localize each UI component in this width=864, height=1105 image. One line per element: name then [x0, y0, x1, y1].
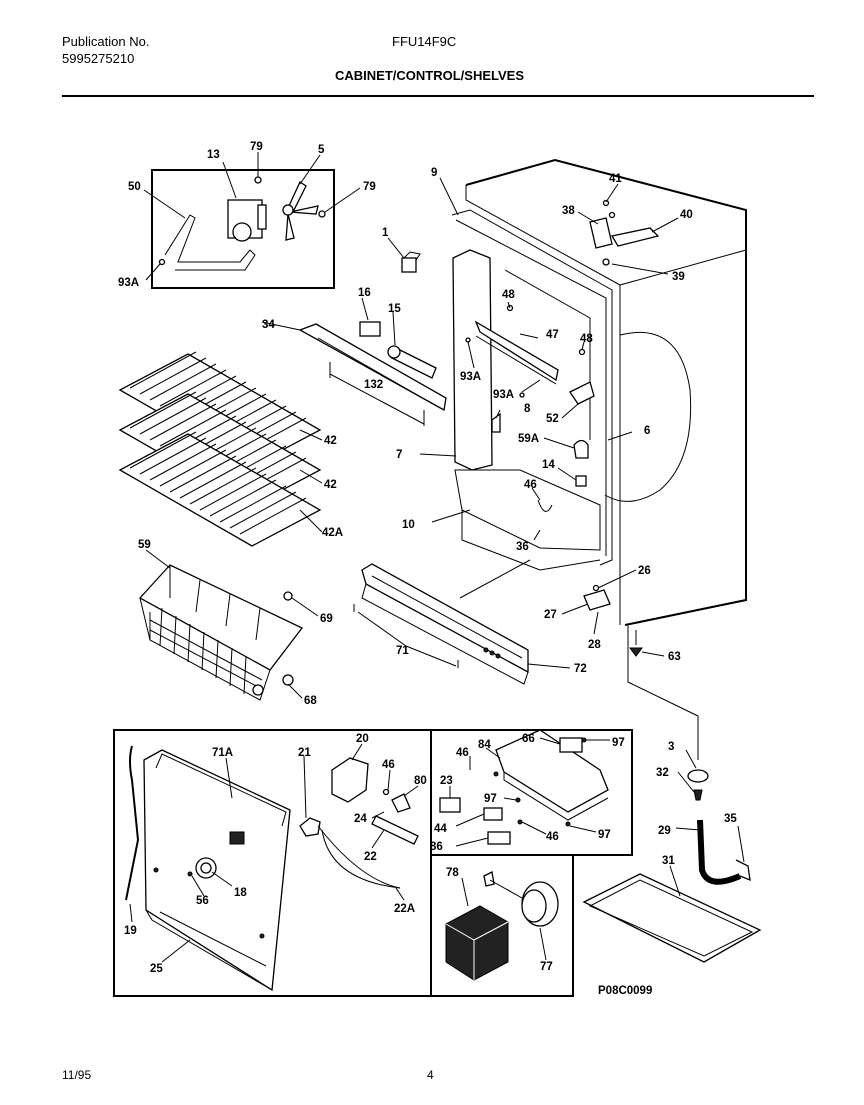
part-label: 46 — [546, 831, 559, 843]
drain-pan-assembly — [582, 749, 762, 963]
part-label: 44 — [434, 823, 447, 835]
part-label: 22A — [394, 903, 415, 915]
part-label: 80 — [414, 775, 427, 787]
part-label: 86 — [430, 841, 443, 853]
part-label: 3 — [668, 741, 674, 753]
part-label: 71A — [212, 747, 233, 759]
part-label: 66 — [522, 733, 535, 745]
part-label: 31 — [662, 855, 675, 867]
part-label: 23 — [440, 775, 453, 787]
part-label: 16 — [358, 287, 371, 299]
publication-label: Publication No. — [62, 34, 150, 49]
part-label: 42A — [322, 527, 343, 539]
part-label: 24 — [354, 813, 367, 825]
part-label: 15 — [388, 303, 401, 315]
footer-date: 11/95 — [62, 1068, 92, 1082]
section-title: CABINET/CONTROL/SHELVES — [335, 68, 524, 83]
part-label: 32 — [656, 767, 669, 779]
part-label: 42 — [324, 479, 337, 491]
wire-shelves — [118, 351, 323, 547]
part-label: 1 — [382, 227, 389, 239]
part-label: 46 — [456, 747, 469, 759]
part-label: 34 — [262, 319, 275, 331]
part-label: 9 — [431, 167, 437, 179]
shelf-support — [261, 297, 447, 426]
part-label: 78 — [446, 867, 459, 879]
part-label: 25 — [150, 963, 163, 975]
part-label: 68 — [304, 695, 317, 707]
part-label: 42 — [324, 435, 337, 447]
part-label: 132 — [364, 379, 383, 391]
part-label: 46 — [524, 479, 537, 491]
part-label: 97 — [612, 737, 625, 749]
model-number: FFU14F9C — [392, 34, 457, 49]
part-label: 77 — [540, 961, 553, 973]
part-label: 59A — [518, 433, 539, 445]
part-label: 5 — [318, 144, 325, 156]
header-rule — [62, 95, 814, 97]
part-label: 97 — [598, 829, 611, 841]
part-label: 69 — [320, 613, 333, 625]
part-label: 14 — [542, 459, 555, 471]
part-label: 50 — [128, 181, 141, 193]
part-label: 27 — [544, 609, 557, 621]
part-label: 97 — [484, 793, 497, 805]
cabinet-body — [387, 158, 747, 760]
part-label: 93A — [493, 389, 514, 401]
part-label: 18 — [234, 887, 247, 899]
part-label: 93A — [460, 371, 481, 383]
part-label: 41 — [609, 173, 622, 185]
fan-motor-inset — [143, 152, 361, 289]
part-label: 93A — [118, 277, 139, 289]
relay-inset — [430, 854, 574, 997]
part-label: 20 — [356, 733, 369, 745]
wire-basket — [138, 549, 319, 701]
footer-page-number: 4 — [427, 1068, 434, 1082]
part-label: 72 — [574, 663, 587, 675]
part-label: 48 — [502, 289, 515, 301]
part-label: 7 — [396, 449, 402, 461]
part-label: 22 — [364, 851, 377, 863]
part-label: 26 — [638, 565, 651, 577]
part-label: 47 — [546, 329, 559, 341]
part-label: 35 — [724, 813, 737, 825]
publication-number: 5995275210 — [62, 51, 135, 66]
part-label: 19 — [124, 925, 137, 937]
part-label: 71 — [396, 645, 409, 657]
part-label: 6 — [644, 425, 650, 437]
part-label: 79 — [250, 141, 263, 153]
part-label: 63 — [668, 651, 681, 663]
part-label: 28 — [588, 639, 601, 651]
part-label: 79 — [363, 181, 376, 193]
part-label: 46 — [382, 759, 395, 771]
part-label: 13 — [207, 149, 220, 161]
drawing-code: P08C0099 — [598, 985, 652, 997]
part-label: 59 — [138, 539, 151, 551]
part-number-labels: 13 79 5 50 79 93A 9 41 38 40 1 39 16 48 … — [118, 141, 737, 997]
control-panel — [353, 559, 571, 685]
part-label: 39 — [672, 271, 685, 283]
part-label: 40 — [680, 209, 693, 221]
part-label: 84 — [478, 739, 491, 751]
part-label: 29 — [658, 825, 671, 837]
part-label: 52 — [546, 413, 559, 425]
part-label: 21 — [298, 747, 311, 759]
part-label: 10 — [402, 519, 415, 531]
part-label: 8 — [524, 403, 531, 415]
part-label: 56 — [196, 895, 209, 907]
part-label: 36 — [516, 541, 529, 553]
part-label: 38 — [562, 205, 575, 217]
part-label: 48 — [580, 333, 593, 345]
